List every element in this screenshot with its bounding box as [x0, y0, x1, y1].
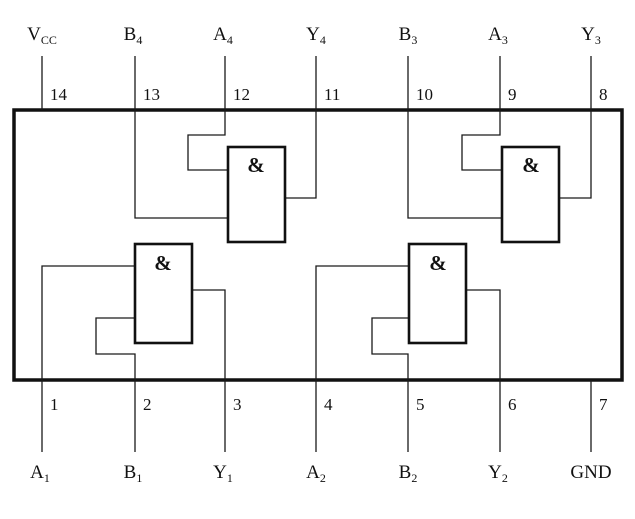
- signal-label-y1: Y1: [213, 462, 233, 485]
- pin-number-4: 4: [324, 395, 333, 414]
- gate1-input-b-wire: [95, 317, 136, 380]
- signal-label-a3: A3: [488, 24, 508, 47]
- signal-label-a4: A4: [213, 24, 233, 47]
- gate4-input-b-wire: [134, 110, 228, 219]
- gate2-input-a-wire: [315, 265, 409, 380]
- gate1-output-wire: [192, 289, 226, 380]
- gate3-output-wire: [559, 110, 592, 199]
- pin-number-9: 9: [508, 85, 517, 104]
- gate1-input-a-wire: [41, 265, 135, 380]
- signal-label-a1: A1: [30, 462, 50, 485]
- and-gate-4: [226, 145, 287, 244]
- pin-number-3: 3: [233, 395, 242, 414]
- signal-label-y2: Y2: [488, 462, 508, 485]
- signal-label-y4: Y4: [306, 24, 326, 47]
- signal-label-b3: B3: [399, 24, 418, 47]
- gate2-output-wire: [466, 289, 501, 380]
- gate3-symbol: &: [522, 153, 540, 177]
- and-gate-1: [133, 242, 194, 345]
- chip-body: [12, 108, 624, 382]
- pin-number-7: 7: [599, 395, 608, 414]
- gate2-input-b-wire: [371, 317, 409, 380]
- signal-label-a2: A2: [306, 462, 326, 485]
- signal-label-b4: B4: [124, 24, 143, 47]
- signal-label-gnd: GND: [570, 462, 611, 483]
- pin-number-11: 11: [324, 85, 340, 104]
- pin-number-12: 12: [233, 85, 250, 104]
- signal-label-vcc: VCC: [27, 24, 57, 47]
- gate3-input-a-wire: [461, 110, 502, 171]
- gate1-symbol: &: [154, 251, 172, 275]
- and-gate-3: [500, 145, 561, 244]
- pin-number-13: 13: [143, 85, 160, 104]
- pin-number-8: 8: [599, 85, 608, 104]
- pin-number-2: 2: [143, 395, 152, 414]
- pin-number-5: 5: [416, 395, 425, 414]
- signal-label-y3: Y3: [581, 24, 601, 47]
- gate3-input-b-wire: [407, 110, 502, 219]
- pin-number-6: 6: [508, 395, 517, 414]
- and-gate-2: [407, 242, 468, 345]
- signal-label-b2: B2: [399, 462, 418, 485]
- pin-number-1: 1: [50, 395, 59, 414]
- signal-label-b1: B1: [124, 462, 143, 485]
- gate4-symbol: &: [247, 153, 265, 177]
- gate4-input-a-wire: [187, 110, 228, 171]
- gate2-symbol: &: [429, 251, 447, 275]
- gate4-output-wire: [285, 110, 317, 199]
- pin-number-14: 14: [50, 85, 68, 104]
- pin-number-10: 10: [416, 85, 433, 104]
